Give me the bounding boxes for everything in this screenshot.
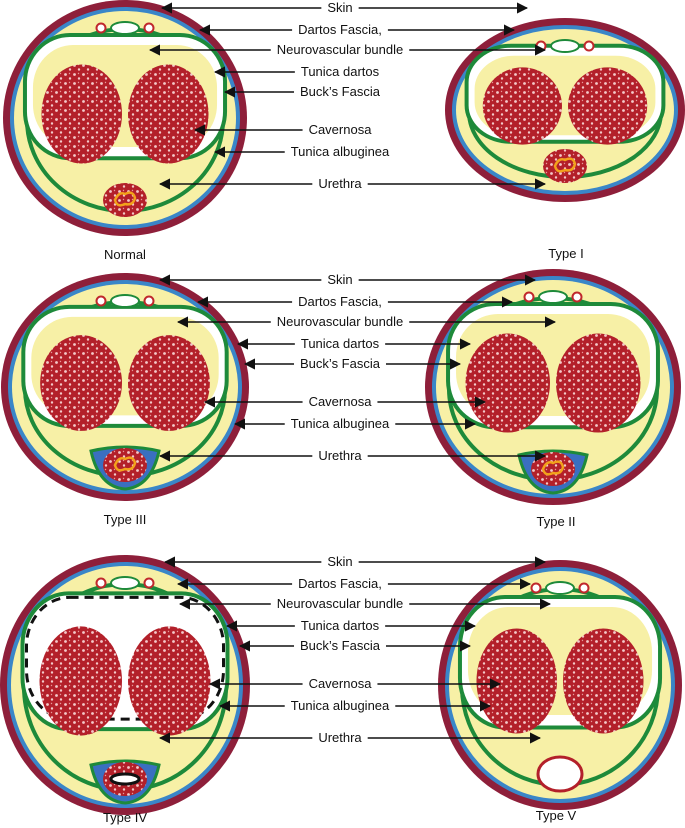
urethra-lumen [111, 774, 139, 784]
label-cavernosa: Cavernosa [309, 122, 373, 137]
cavernosum-left [40, 626, 123, 735]
label-skin: Skin [327, 554, 352, 569]
label-dartos: Dartos Fascia, [298, 22, 382, 37]
dorsal-artery-right [145, 297, 154, 306]
label-bucks: Buck’s Fascia [300, 638, 381, 653]
dorsal-vein [111, 22, 139, 34]
label-nv: Neurovascular bundle [277, 596, 403, 611]
dorsal-artery-left [97, 24, 106, 33]
cavernosum-left [41, 64, 122, 163]
label-bucks: Buck’s Fascia [300, 84, 381, 99]
caption-type-1: Type I [548, 246, 583, 261]
cavernosum-right [568, 67, 647, 144]
dorsal-vein [546, 582, 574, 594]
section-normal [3, 0, 247, 236]
dorsal-vein [551, 40, 579, 52]
dorsal-artery-right [585, 42, 594, 51]
dorsal-artery-left [97, 297, 106, 306]
cavernosum-left [40, 335, 122, 431]
cavernosum-right [563, 629, 644, 734]
label-bucks: Buck’s Fascia [300, 356, 381, 371]
cavernosum-left [476, 629, 557, 734]
label-skin: Skin [327, 0, 352, 15]
dorsal-artery-left [537, 42, 546, 51]
dorsal-vein [111, 577, 139, 589]
cavernosum-left [466, 333, 550, 432]
dorsal-vein [539, 291, 567, 303]
dorsal-artery-left [97, 579, 106, 588]
section-type-5 [438, 560, 682, 810]
label-urethra: Urethra [318, 176, 362, 191]
caption-type-3: Type III [104, 512, 147, 527]
label-dartos: Dartos Fascia, [298, 576, 382, 591]
urethra-spongiosum [103, 448, 147, 482]
label-albuginea: Tunica albuginea [291, 416, 390, 431]
urethra-spongiosum [531, 452, 575, 486]
cavernosum-left [483, 67, 562, 144]
label-cavernosa: Cavernosa [309, 394, 373, 409]
urethra-spongiosum [103, 183, 147, 217]
label-urethra: Urethra [318, 448, 362, 463]
label-albuginea: Tunica albuginea [291, 144, 390, 159]
caption-type-5: Type V [536, 808, 577, 823]
dorsal-artery-left [525, 293, 534, 302]
label-urethra: Urethra [318, 730, 362, 745]
label-tunica-dartos: Tunica dartos [301, 64, 380, 79]
dorsal-artery-right [145, 24, 154, 33]
cavernosum-right [128, 335, 210, 431]
section-type-4 [0, 555, 250, 815]
urethra-spongiosum [538, 757, 582, 791]
cavernosum-right [556, 333, 640, 432]
label-skin: Skin [327, 272, 352, 287]
dorsal-artery-right [573, 293, 582, 302]
caption-type-2: Type II [536, 514, 575, 529]
dorsal-artery-right [580, 584, 589, 593]
urethra-spongiosum [543, 149, 587, 183]
label-cavernosa: Cavernosa [309, 676, 373, 691]
label-tunica-dartos: Tunica dartos [301, 336, 380, 351]
label-dartos: Dartos Fascia, [298, 294, 382, 309]
cavernosum-right [128, 626, 211, 735]
caption-type-4: Type IV [103, 810, 147, 825]
label-tunica-dartos: Tunica dartos [301, 618, 380, 633]
caption-normal: Normal [104, 247, 146, 262]
section-type-2 [425, 269, 681, 505]
dorsal-vein [111, 295, 139, 307]
label-albuginea: Tunica albuginea [291, 698, 390, 713]
label-nv: Neurovascular bundle [277, 314, 403, 329]
cavernosum-right [128, 64, 209, 163]
label-nv: Neurovascular bundle [277, 42, 403, 57]
dorsal-artery-left [532, 584, 541, 593]
section-type-3 [1, 273, 249, 501]
dorsal-artery-right [145, 579, 154, 588]
section-type-1 [445, 18, 685, 202]
